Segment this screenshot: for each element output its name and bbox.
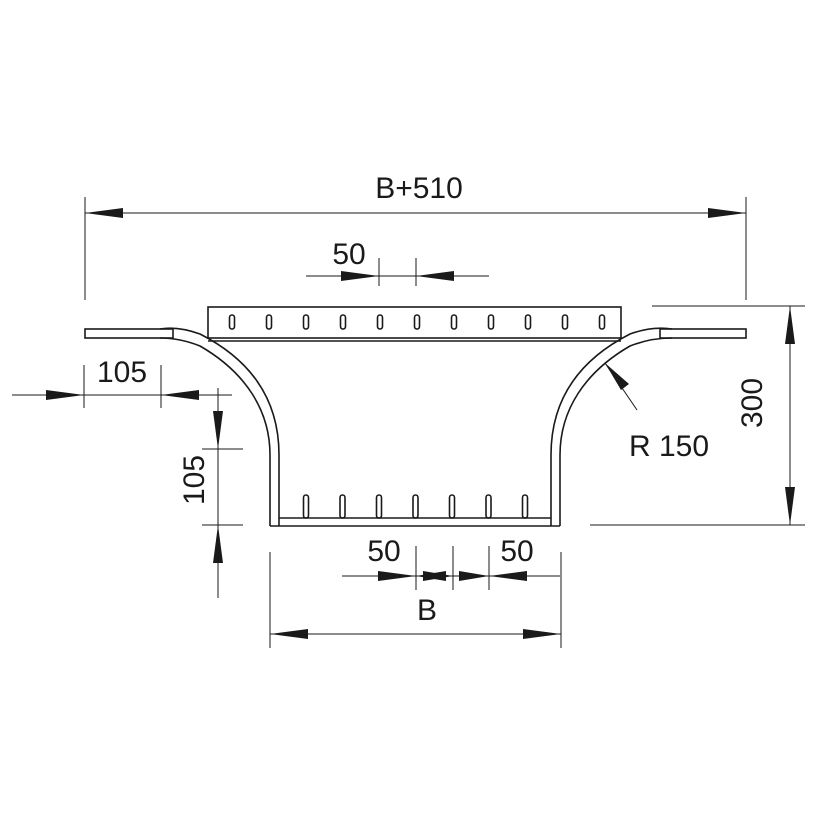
dim-top-slot-spacing: 50 — [306, 238, 489, 286]
top-slot — [450, 314, 458, 330]
top-slot — [413, 314, 421, 330]
bottom-spacing-right-label: 50 — [500, 535, 533, 568]
top-slot — [302, 314, 310, 330]
radius-arrow — [605, 363, 629, 390]
top-slots — [228, 314, 606, 330]
right-curve-inner — [559, 337, 673, 526]
dim-side-offset: 105 — [12, 356, 232, 408]
part-outline — [84, 306, 747, 527]
bottom-slot — [302, 494, 310, 519]
top-slot — [339, 314, 347, 330]
inner-width-label: B — [417, 594, 437, 627]
dim-bottom-slot-spacing: 50 50 — [342, 535, 560, 590]
bottom-spacing-left-label: 50 — [367, 535, 400, 568]
bottom-slot — [485, 494, 492, 519]
arrow — [46, 390, 84, 400]
top-slot — [228, 314, 236, 330]
bottom-slot — [521, 494, 529, 519]
left-curve-outer — [159, 327, 280, 526]
left-flange — [84, 328, 174, 339]
right-flange — [659, 328, 747, 339]
arrow — [341, 271, 379, 281]
arrow — [785, 487, 795, 525]
bottom-slot — [339, 494, 346, 519]
arrow — [459, 571, 489, 581]
radius-label: R 150 — [629, 430, 709, 463]
top-slot — [524, 314, 532, 330]
bottom-slot — [412, 494, 419, 519]
dim-overall-width: B+510 — [84, 172, 747, 300]
arrow — [213, 411, 223, 449]
arrow-right — [708, 208, 746, 218]
bottom-slot — [375, 494, 383, 519]
arrow — [270, 629, 308, 639]
top-plate — [207, 306, 622, 339]
dim-side-height: 105 — [178, 388, 243, 598]
arrow — [423, 571, 453, 581]
arrow — [416, 271, 454, 281]
dim-radius: R 150 — [604, 362, 709, 463]
right-curve-outer — [550, 327, 673, 526]
left-curve-inner — [159, 337, 271, 526]
dim-total-height: 300 — [590, 305, 805, 526]
side-height-label: 105 — [178, 455, 211, 505]
arrow-left — [85, 208, 123, 218]
overall-width-label: B+510 — [375, 172, 463, 205]
total-height-label: 300 — [736, 378, 769, 428]
bottom-slot — [448, 494, 456, 519]
dim-inner-width: B — [269, 552, 562, 648]
arrow — [785, 306, 795, 344]
top-spacing-label: 50 — [332, 238, 365, 271]
bottom-slots — [302, 494, 529, 519]
top-slot — [487, 314, 495, 330]
arrow — [213, 525, 223, 563]
top-slot — [376, 314, 384, 330]
arrow — [161, 390, 199, 400]
arrow — [378, 571, 416, 581]
top-slot — [265, 314, 273, 330]
top-slot — [561, 314, 569, 330]
side-offset-label: 105 — [97, 356, 147, 389]
arrow — [523, 629, 561, 639]
arrow — [489, 571, 527, 581]
top-slot — [598, 314, 606, 330]
